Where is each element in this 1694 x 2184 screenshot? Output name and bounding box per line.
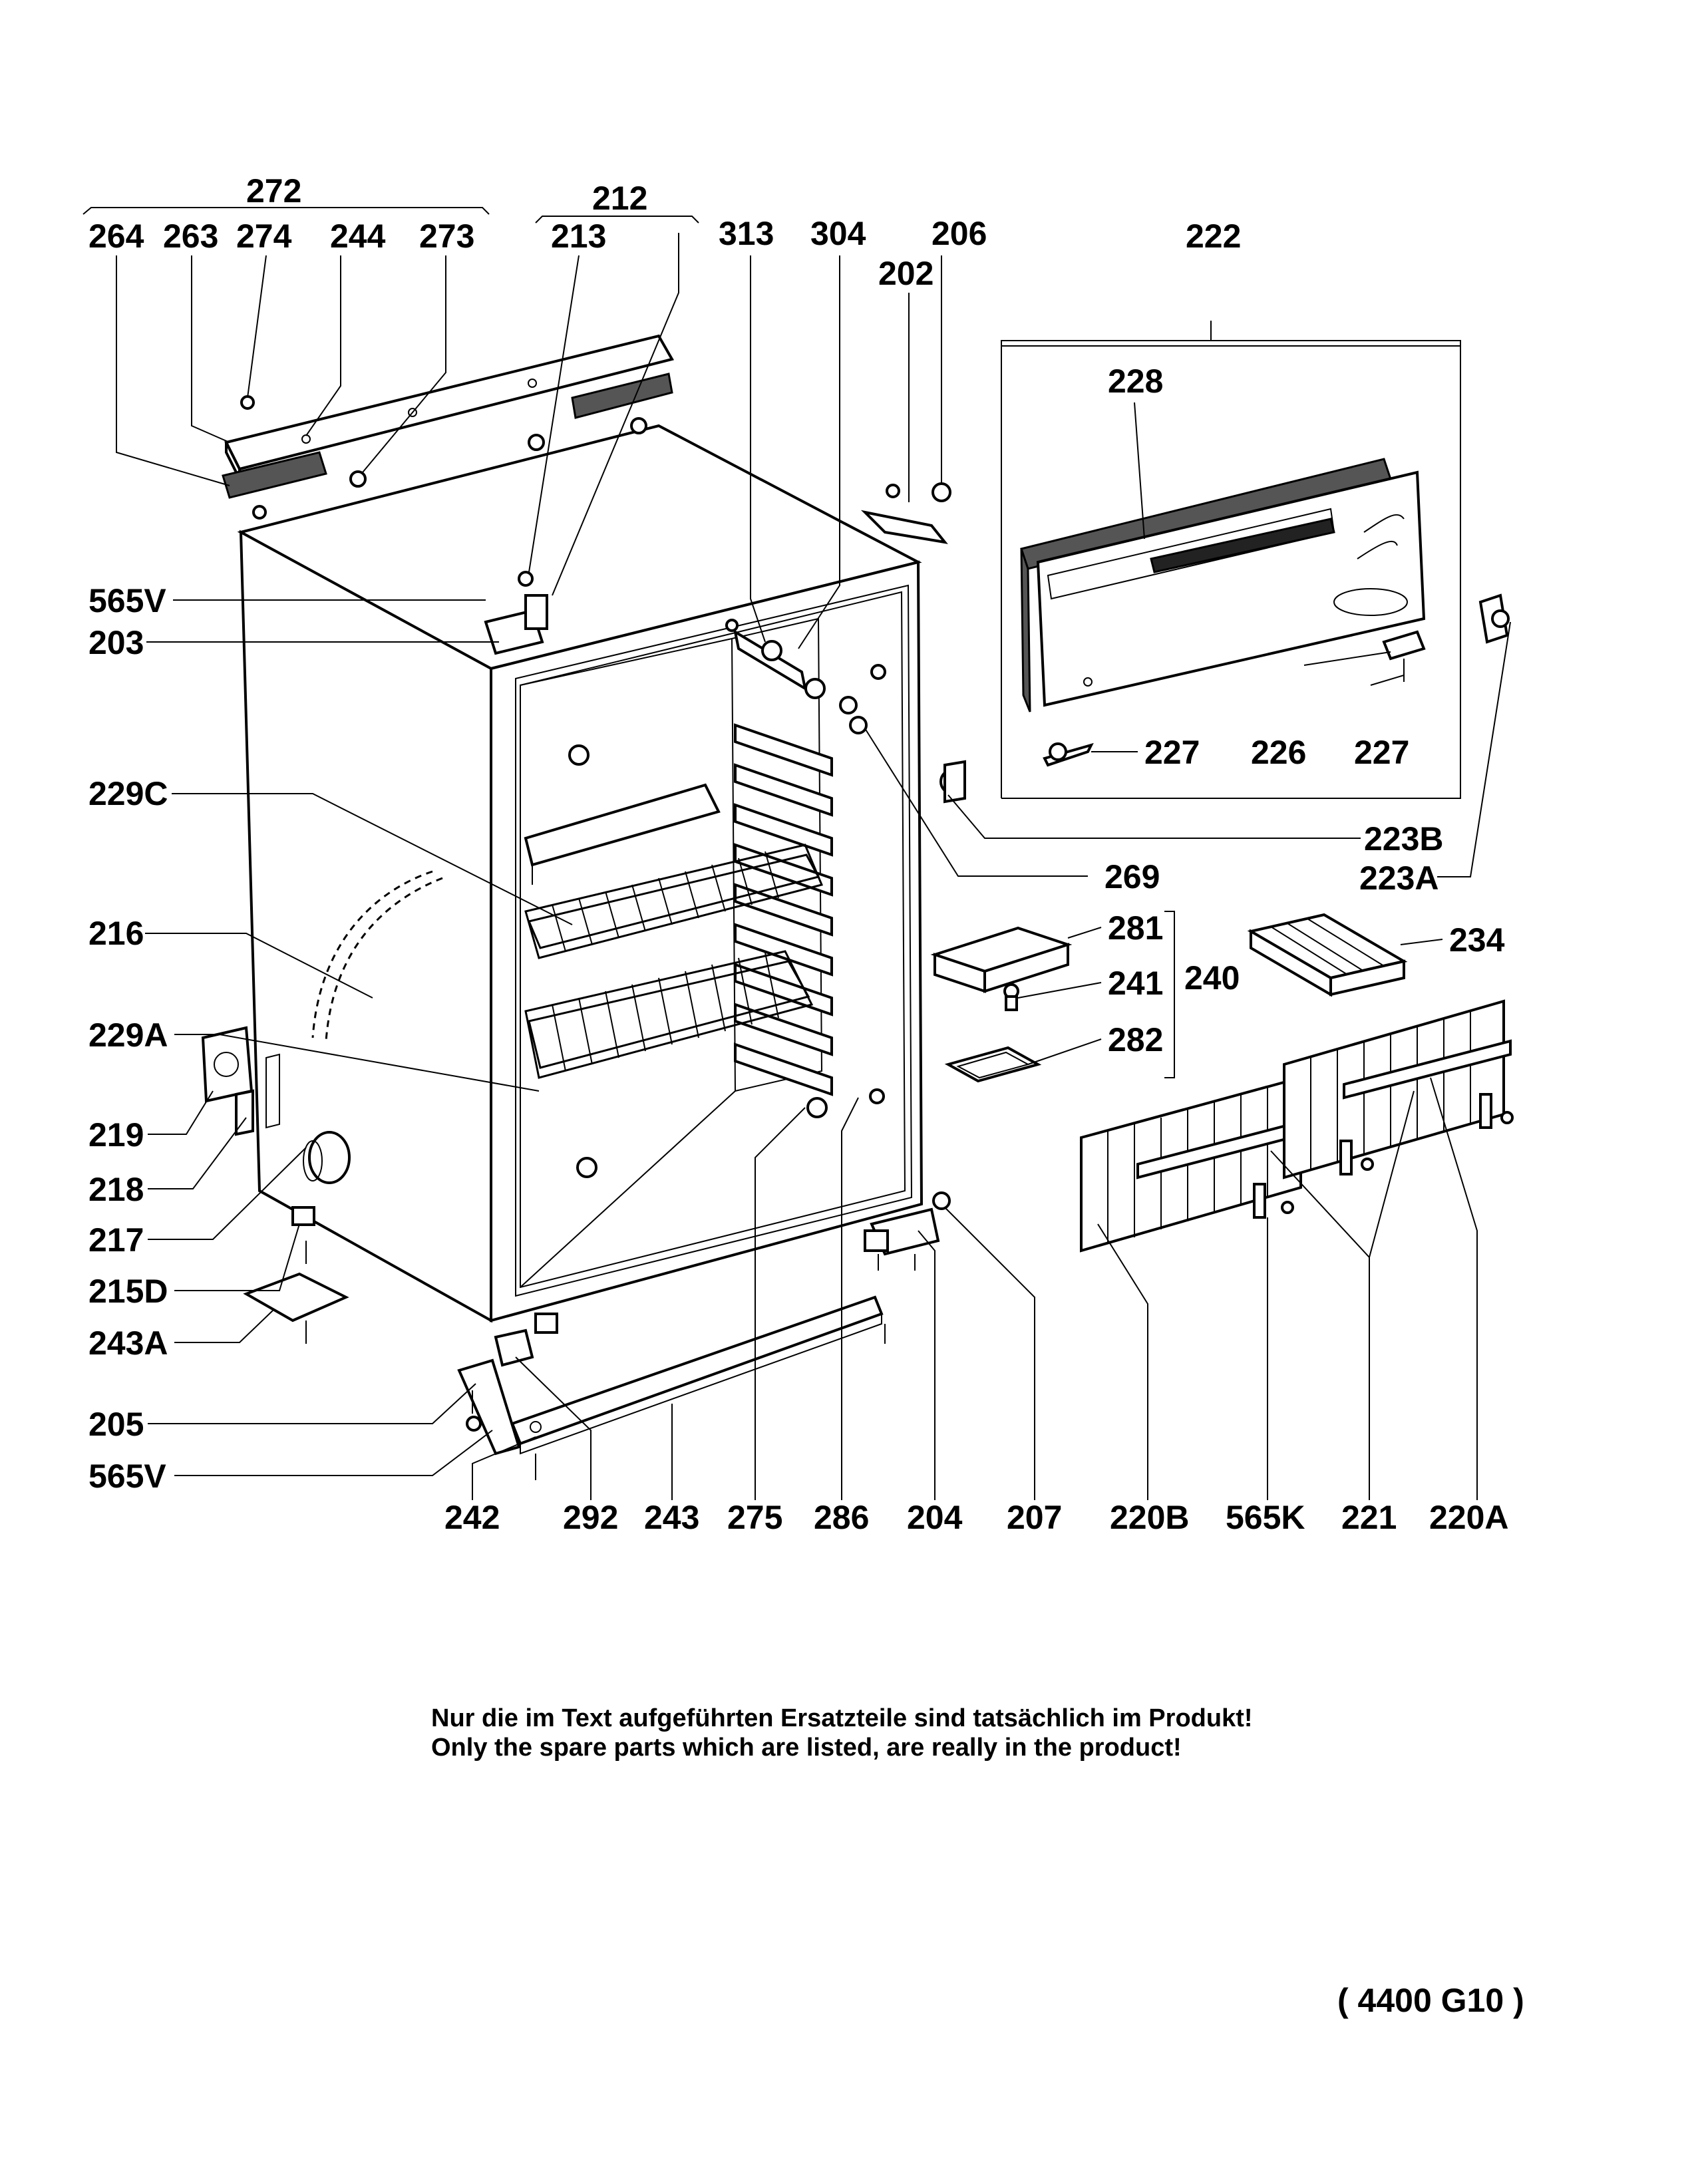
callout-264: 264 — [88, 218, 144, 255]
callout-213: 213 — [551, 218, 606, 255]
callout-227-left: 227 — [1144, 734, 1200, 771]
callout-215d: 215D — [88, 1273, 168, 1310]
callout-275: 275 — [727, 1499, 782, 1536]
callout-244: 244 — [330, 218, 386, 255]
foot-bracket-left — [243, 1206, 349, 1344]
callout-565k: 565K — [1226, 1499, 1305, 1536]
callout-222: 222 — [1186, 218, 1241, 255]
callout-220b: 220B — [1110, 1499, 1190, 1536]
callout-565v-top: 565V — [88, 582, 166, 619]
wire-shelf-lower — [524, 950, 814, 1079]
callout-221: 221 — [1341, 1499, 1397, 1536]
callout-269: 269 — [1104, 858, 1160, 895]
vent-grille-220b — [1080, 1076, 1305, 1253]
callout-281: 281 — [1108, 909, 1163, 947]
callout-304: 304 — [810, 215, 866, 252]
callout-204: 204 — [907, 1499, 963, 1536]
bottom-hinge-right — [864, 1191, 951, 1344]
callout-272: 272 — [246, 172, 301, 210]
callout-286: 286 — [814, 1499, 869, 1536]
callout-227-right: 227 — [1354, 734, 1409, 771]
callout-243: 243 — [644, 1499, 699, 1536]
callout-292: 292 — [563, 1499, 618, 1536]
callout-226: 226 — [1251, 734, 1306, 771]
callout-282: 282 — [1108, 1021, 1163, 1058]
door-panel — [1020, 458, 1426, 712]
callout-203: 203 — [88, 624, 144, 661]
callout-223a: 223A — [1359, 859, 1439, 897]
callout-206: 206 — [932, 215, 987, 252]
callout-243a: 243A — [88, 1325, 168, 1362]
callout-220a: 220A — [1429, 1499, 1509, 1536]
bottom-trim-strip — [510, 1295, 884, 1480]
fixing-screw-241 — [1003, 983, 1019, 1011]
vent-grille-220a — [1283, 999, 1512, 1179]
callout-217: 217 — [88, 1221, 144, 1259]
door-hinge-parts — [939, 593, 1510, 804]
foam-pads — [222, 373, 673, 499]
drain-hose — [311, 870, 443, 1042]
leader-lines — [83, 207, 1511, 1500]
ice-tray — [1247, 913, 1408, 997]
callout-240: 240 — [1184, 959, 1240, 997]
callout-234: 234 — [1449, 921, 1505, 959]
callout-229a: 229A — [88, 1016, 168, 1054]
callout-313: 313 — [719, 215, 774, 252]
callout-223b: 223B — [1364, 820, 1444, 858]
document-id: ( 4400 G10 ) — [1337, 1982, 1524, 2019]
callout-241: 241 — [1108, 965, 1163, 1002]
freezer-compartment-281 — [930, 926, 1073, 993]
callout-218: 218 — [88, 1171, 144, 1208]
callout-274: 274 — [236, 218, 292, 255]
wire-shelf-upper — [524, 844, 824, 959]
screws-top — [240, 395, 647, 520]
callout-273: 273 — [419, 218, 474, 255]
callout-263: 263 — [163, 218, 218, 255]
callout-202: 202 — [878, 255, 933, 292]
hinge-pin-313 — [725, 619, 807, 692]
callout-228: 228 — [1108, 363, 1163, 400]
callout-labels: 272 264 263 274 244 273 212 213 313 304 … — [88, 172, 1509, 1536]
shelf-supports — [568, 664, 886, 1178]
note-english: Only the spare parts which are listed, a… — [431, 1734, 1182, 1762]
drip-tray-282 — [944, 1046, 1042, 1083]
callout-219: 219 — [88, 1116, 144, 1154]
hinge-top-left — [484, 571, 548, 655]
bottom-hinge-left — [457, 1313, 558, 1456]
refrigerator-cabinet — [237, 424, 924, 1323]
callout-229c: 229C — [88, 775, 168, 812]
hinge-top-right — [860, 482, 951, 544]
grille-clips — [1253, 1093, 1514, 1219]
callout-205: 205 — [88, 1406, 144, 1443]
callout-212: 212 — [592, 180, 647, 217]
callout-207: 207 — [1007, 1499, 1062, 1536]
callout-216: 216 — [88, 915, 144, 952]
note-german: Nur die im Text aufgeführten Ersatzteile… — [431, 1704, 1253, 1732]
thermostat-bracket — [201, 1026, 280, 1136]
callout-565v-bottom: 565V — [88, 1458, 166, 1495]
callout-242: 242 — [444, 1499, 500, 1536]
thermostat-knob — [303, 1131, 351, 1184]
